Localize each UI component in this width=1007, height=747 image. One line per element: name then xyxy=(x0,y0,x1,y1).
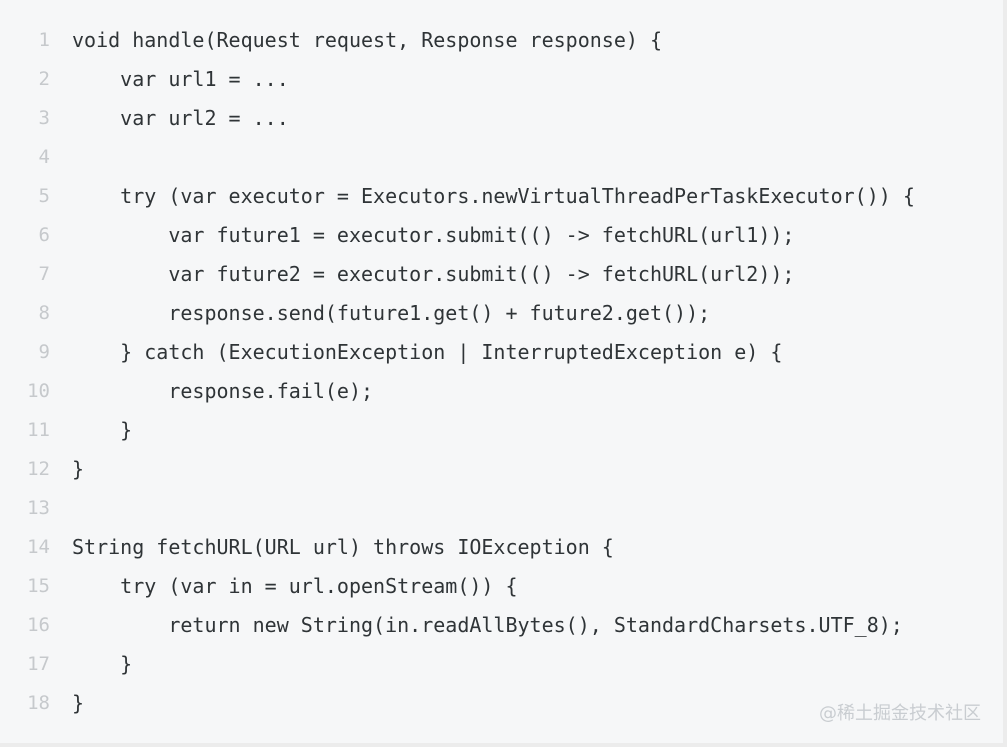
line-number: 7 xyxy=(38,262,50,285)
code-text: } xyxy=(72,651,133,676)
line-number: 1 xyxy=(38,28,50,51)
line-number: 14 xyxy=(27,535,50,558)
code-text: response.fail(e); xyxy=(72,378,374,403)
line-number: 17 xyxy=(27,652,50,675)
code-line: 2 var url1 = ... xyxy=(0,59,1003,98)
code-line: 4 xyxy=(0,137,1003,176)
code-line: 5 try (var executor = Executors.newVirtu… xyxy=(0,176,1003,215)
code-text: String fetchURL(URL url) throws IOExcept… xyxy=(72,534,614,559)
line-number: 8 xyxy=(38,301,50,324)
code-text: } xyxy=(72,417,133,442)
code-text: try (var in = url.openStream()) { xyxy=(72,573,518,598)
line-number: 11 xyxy=(27,418,50,441)
line-number: 3 xyxy=(38,106,50,129)
line-number: 5 xyxy=(38,184,50,207)
code-line: 9 } catch (ExecutionException | Interrup… xyxy=(0,332,1003,371)
code-text: } xyxy=(72,456,85,481)
code-line: 17 } xyxy=(0,644,1003,683)
line-number: 10 xyxy=(27,379,50,402)
code-line: 16 return new String(in.readAllBytes(), … xyxy=(0,605,1003,644)
line-number: 13 xyxy=(27,496,50,519)
code-line: 18 } xyxy=(0,683,1003,722)
code-line: 6 var future1 = executor.submit(() -> fe… xyxy=(0,215,1003,254)
line-number: 6 xyxy=(38,223,50,246)
code-line: 13 xyxy=(0,488,1003,527)
code-line: 7 var future2 = executor.submit(() -> fe… xyxy=(0,254,1003,293)
code-text: return new String(in.readAllBytes(), Sta… xyxy=(72,612,903,637)
code-line: 14 String fetchURL(URL url) throws IOExc… xyxy=(0,527,1003,566)
code-text: var url2 = ... xyxy=(72,105,289,130)
code-line: 11 } xyxy=(0,410,1003,449)
code-text: } xyxy=(72,690,85,715)
code-text: var future2 = executor.submit(() -> fetc… xyxy=(72,261,795,286)
code-line: 12 } xyxy=(0,449,1003,488)
code-text: response.send(future1.get() + future2.ge… xyxy=(72,300,711,325)
line-number: 2 xyxy=(38,67,50,90)
code-text: try (var executor = Executors.newVirtual… xyxy=(72,183,915,208)
code-line: 15 try (var in = url.openStream()) { xyxy=(0,566,1003,605)
line-number: 4 xyxy=(38,145,50,168)
code-line: 1 void handle(Request request, Response … xyxy=(0,20,1003,59)
code-line: 8 response.send(future1.get() + future2.… xyxy=(0,293,1003,332)
line-number: 16 xyxy=(27,613,50,636)
code-text: void handle(Request request, Response re… xyxy=(72,27,663,52)
line-number: 12 xyxy=(27,457,50,480)
code-line: 10 response.fail(e); xyxy=(0,371,1003,410)
line-number: 9 xyxy=(38,340,50,363)
line-number: 15 xyxy=(27,574,50,597)
code-lines: 1 void handle(Request request, Response … xyxy=(0,20,1003,722)
code-text: } catch (ExecutionException | Interrupte… xyxy=(72,339,783,364)
code-text: var future1 = executor.submit(() -> fetc… xyxy=(72,222,795,247)
line-number: 18 xyxy=(27,691,50,714)
code-line: 3 var url2 = ... xyxy=(0,98,1003,137)
source-watermark: @稀土掘金技术社区 xyxy=(819,703,981,724)
code-text: var url1 = ... xyxy=(72,66,289,91)
